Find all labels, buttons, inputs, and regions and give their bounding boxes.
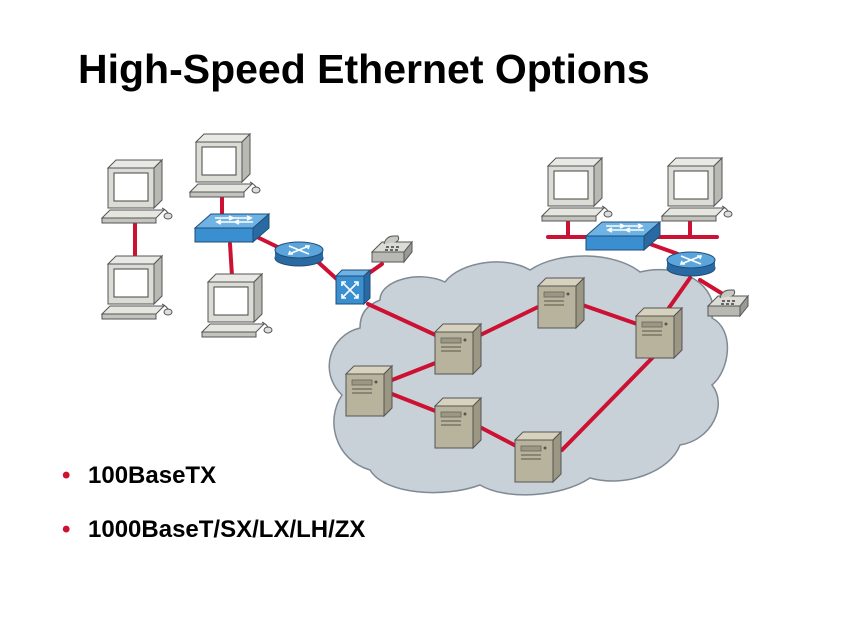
link-server-server-a [468, 304, 542, 342]
bullet-text: 1000BaseT/SX/LX/LH/ZX [88, 516, 366, 543]
bullet-item: • 100BaseTX [62, 458, 365, 494]
bullet-marker: • [62, 462, 71, 489]
computer-icon [661, 157, 733, 222]
bullet-list: • 100BaseTX • 1000BaseT/SX/LX/LH/ZX [62, 458, 365, 566]
slide-title: High-Speed Ethernet Options [78, 46, 650, 92]
ip-phone-icon [707, 289, 749, 317]
network-cloud-icon [328, 255, 729, 496]
link-router-server [664, 276, 692, 314]
atm-switch-icon [334, 268, 372, 306]
server-icon [514, 431, 562, 483]
link-switch-router-right [648, 242, 680, 256]
server-icon [434, 397, 482, 449]
ip-phone-icon [371, 235, 413, 263]
router-icon [274, 241, 324, 267]
switch-icon [194, 213, 270, 243]
link-server-server-f [560, 346, 664, 452]
server-icon [537, 277, 585, 329]
computer-icon [101, 255, 173, 320]
computer-icon [189, 133, 261, 198]
link-server-server-c [390, 360, 440, 382]
link-server-server-e [472, 422, 522, 450]
server-icon [434, 323, 482, 375]
bullet-item: • 1000BaseT/SX/LX/LH/ZX [62, 512, 365, 548]
router-icon [666, 251, 716, 277]
computer-icon [101, 159, 173, 224]
bullet-text: 100BaseTX [88, 462, 217, 489]
computer-icon [201, 273, 273, 338]
link-server-server-d [390, 392, 440, 414]
bullet-marker: • [62, 516, 71, 543]
link-switch-pc [228, 242, 234, 278]
server-icon [635, 307, 683, 359]
server-icon [345, 365, 393, 417]
link-atm-server [366, 302, 444, 340]
switch-icon [585, 221, 661, 251]
computer-icon [541, 157, 613, 222]
